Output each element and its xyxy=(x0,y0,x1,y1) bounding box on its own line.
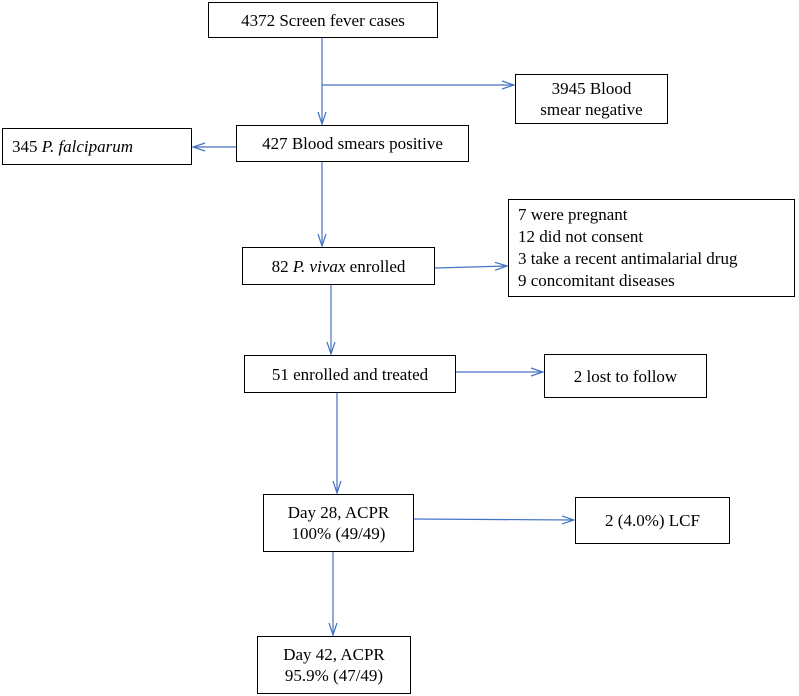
exclusion-pregnant: 7 were pregnant xyxy=(518,205,628,224)
box-negative-line-2: smear negative xyxy=(540,100,643,119)
box-lcf-text: 2 (4.0%) LCF xyxy=(605,511,700,530)
arrow-vivax-to-excluded xyxy=(434,266,507,268)
box-lost-text: 2 lost to follow xyxy=(573,366,678,386)
box-vivax-text: 82 P. vivax enrolled xyxy=(272,256,406,277)
box-vivax-suffix: enrolled xyxy=(349,256,406,276)
box-day28-line-1: Day 28, ACPR xyxy=(287,503,390,522)
box-day28-line-2: 100% (49/49) xyxy=(291,524,386,543)
exclusion-concomitant: 9 concomitant diseases xyxy=(518,271,675,290)
box-smears-positive: 427 Blood smears positive xyxy=(236,125,469,162)
box-vivax-enrolled: 82 P. vivax enrolled xyxy=(242,247,435,285)
box-falciparum-count: 345 xyxy=(12,137,38,156)
box-lost-to-follow: 2 lost to follow xyxy=(544,354,707,398)
box-vivax-count: 82 xyxy=(271,256,289,276)
box-screen-text: 4372 Screen fever cases xyxy=(241,10,405,30)
box-lcf: 2 (4.0%) LCF xyxy=(575,497,730,544)
box-day42-line-1: Day 42, ACPR xyxy=(283,645,385,664)
box-negative-line-1: 3945 Blood xyxy=(551,79,632,98)
box-smear-negative: 3945 Blood smear negative xyxy=(515,74,668,124)
box-vivax-species: P. vivax xyxy=(292,256,346,276)
box-falciparum-species: P. falciparum xyxy=(41,137,134,156)
box-day42-acpr: Day 42, ACPR 95.9% (47/49) xyxy=(257,636,411,694)
exclusion-no-consent: 12 did not consent xyxy=(518,227,644,246)
box-treated-text: 51 enrolled and treated xyxy=(271,364,429,384)
exclusion-antimalarial: 3 take a recent antimalarial drug xyxy=(518,249,738,268)
box-positive-text: 427 Blood smears positive xyxy=(262,134,443,153)
box-day42-line-2: 95.9% (47/49) xyxy=(284,666,384,685)
box-falciparum: 345 P. falciparum xyxy=(2,128,192,165)
box-enrolled-treated: 51 enrolled and treated xyxy=(244,355,456,393)
arrow-day28-to-lcf xyxy=(413,519,574,520)
box-day28-acpr: Day 28, ACPR 100% (49/49) xyxy=(263,494,414,552)
box-falciparum-text: 345 P. falciparum xyxy=(12,136,133,157)
box-exclusions: 7 were pregnant 12 did not consent 3 tak… xyxy=(508,199,795,297)
box-screen-fever-cases: 4372 Screen fever cases xyxy=(208,2,438,38)
